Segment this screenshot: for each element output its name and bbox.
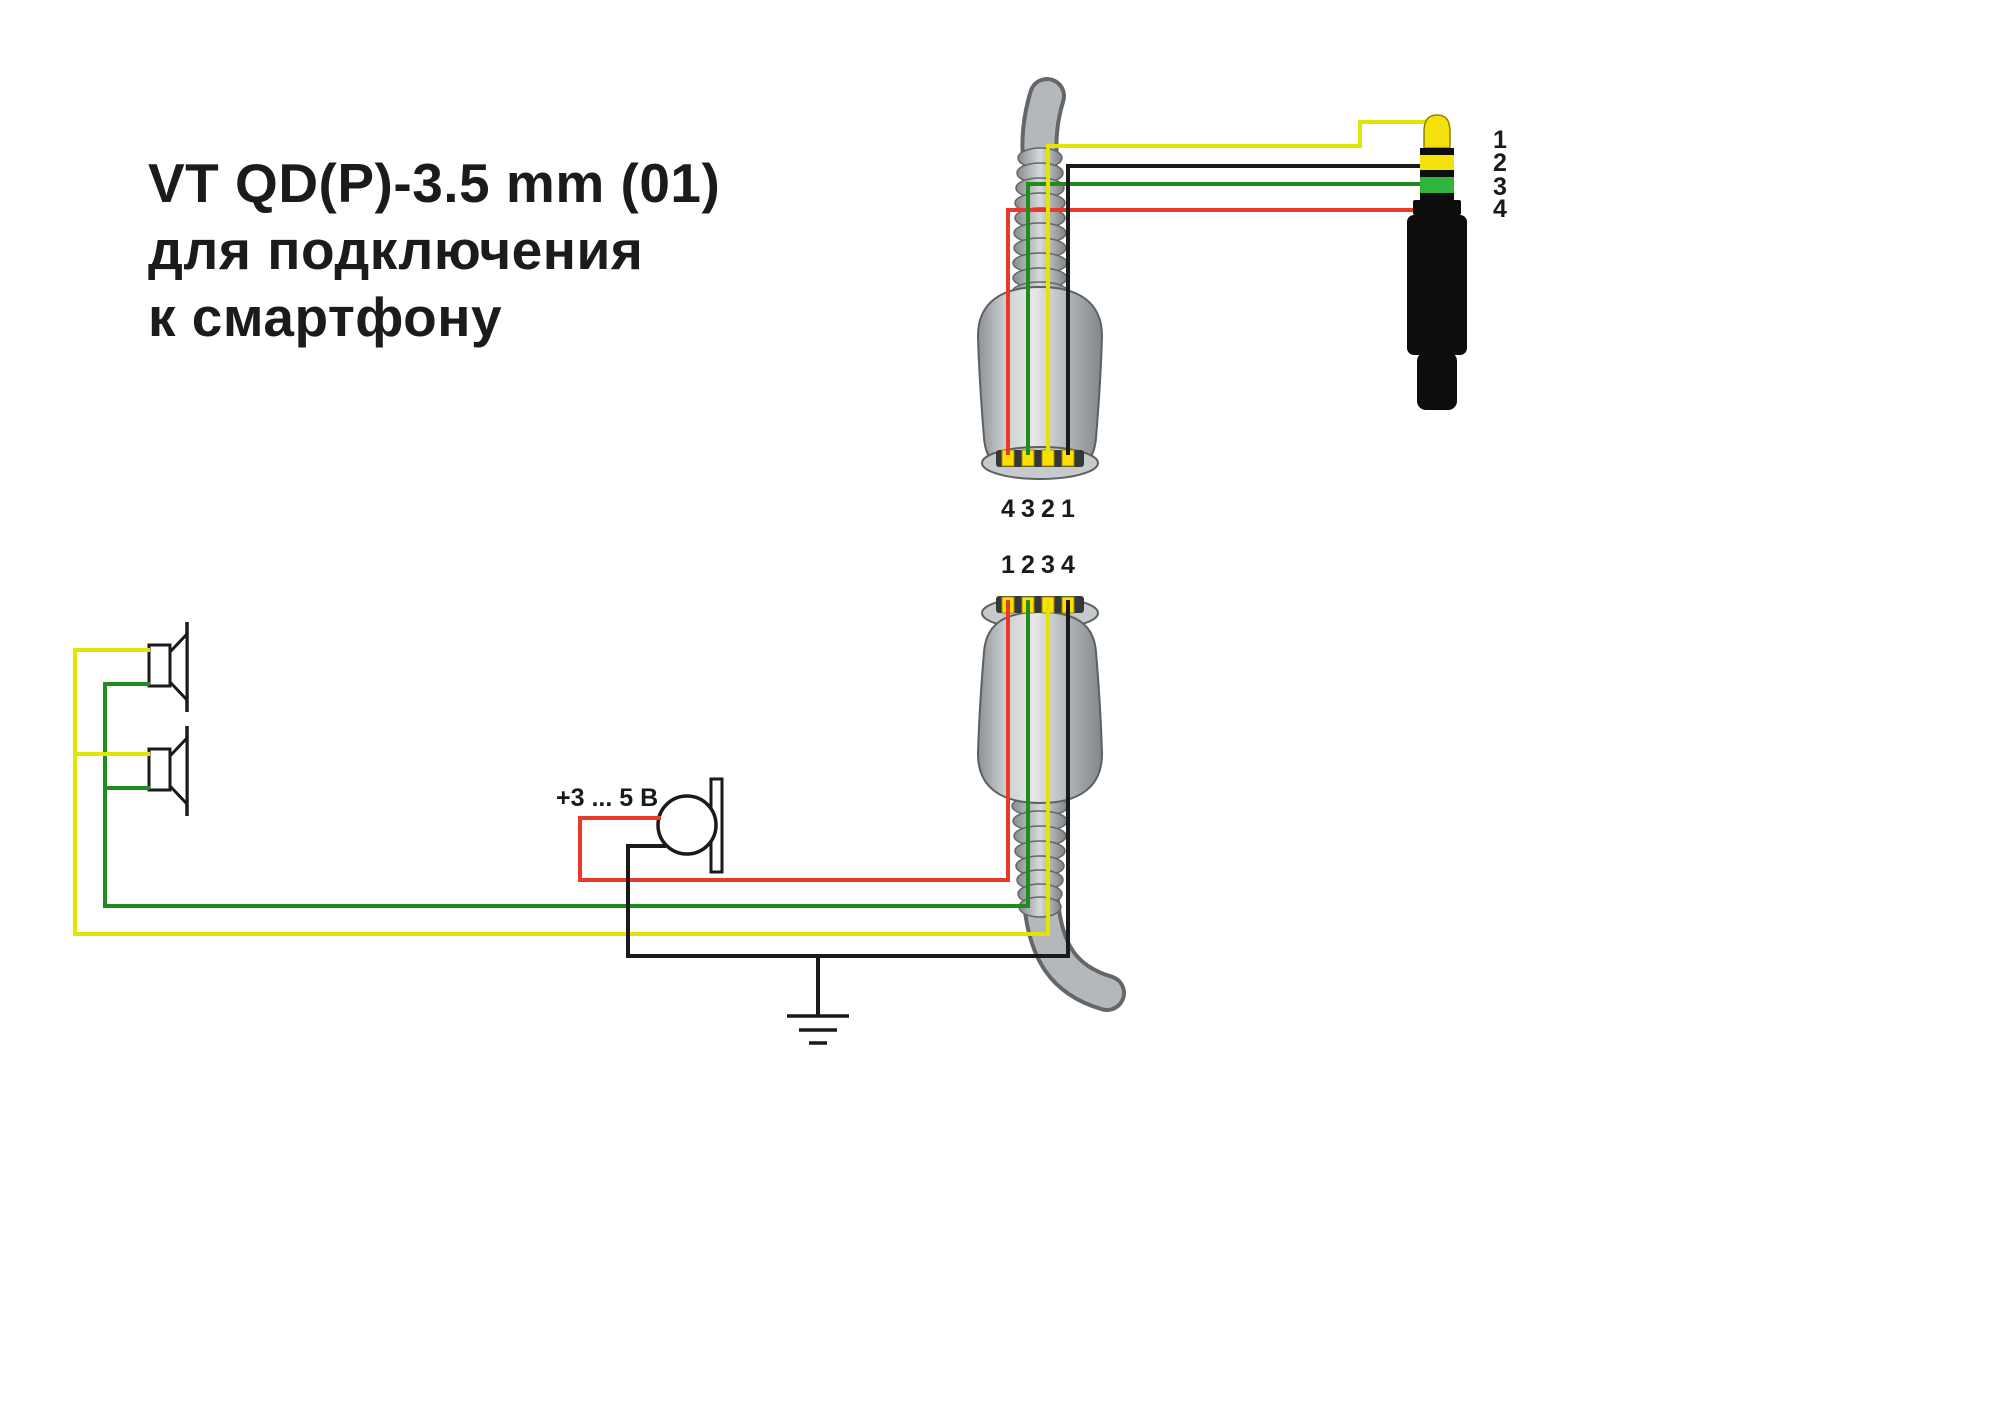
wire-green-bottom [103, 600, 1030, 908]
jack-sleeve [1407, 215, 1467, 355]
diagram-title: VT QD(P)-3.5 mm (01) для подключения к с… [148, 150, 720, 351]
speaker-bottom [147, 726, 189, 816]
wire-black-bottom [626, 600, 1070, 958]
jack-ring [1420, 193, 1454, 200]
jack-pin-label-1: 1 [1493, 126, 1507, 154]
qd-top-pin-label: 3 [1021, 495, 1035, 523]
speaker-top [147, 622, 189, 712]
jack-tip [1423, 114, 1451, 149]
qd-bottom-pin-label: 3 [1041, 551, 1055, 579]
qd-bottom-pin-label: 1 [1001, 551, 1015, 579]
cable-bottom [1026, 888, 1122, 1008]
wire-yellow-bottom [73, 600, 1050, 936]
wire-yellow-top [1046, 120, 1426, 455]
wire-black-top [1066, 164, 1454, 455]
speaker-cone [168, 736, 189, 806]
qd-top-pin-labels: 4 3 2 1 [1001, 495, 1075, 523]
jack-pin-label-4: 4 [1493, 195, 1507, 223]
speaker-magnet [147, 747, 172, 792]
speaker-cone [168, 632, 189, 702]
jack-pin-label-2: 2 [1493, 149, 1507, 177]
jack-collar [1413, 200, 1461, 215]
jack-band-green [1420, 177, 1454, 193]
qd-top-pin-label: 2 [1041, 495, 1055, 523]
qd-bottom-body [976, 610, 1104, 805]
title-line-2: для подключения [148, 219, 644, 282]
qd-top-pin-label: 4 [1001, 495, 1015, 523]
qd-bottom-pin-label: 4 [1061, 551, 1075, 579]
wires-top [1006, 120, 1454, 455]
title-line-3: к смартфону [148, 286, 503, 349]
qd-bottom-pin-labels: 1 2 3 4 [1001, 551, 1075, 579]
ground-symbol [787, 1014, 849, 1045]
jack-boot [1417, 352, 1457, 410]
jack-ring [1420, 148, 1454, 155]
wire-red-top [1006, 208, 1414, 455]
speaker-magnet [147, 643, 172, 688]
qd-connector-top [976, 77, 1104, 480]
jack-35mm: 1 2 3 4 [1407, 114, 1507, 410]
title-line-1: VT QD(P)-3.5 mm (01) [148, 152, 721, 214]
mic-capsule [656, 794, 718, 856]
jack-pin-label-3: 3 [1493, 173, 1507, 201]
qd-bottom-pin-label: 2 [1021, 551, 1035, 579]
wires-bottom [73, 600, 1070, 1016]
microphone: +3 ... 5 В [556, 777, 724, 874]
wire-red-bottom [578, 600, 1010, 882]
jack-band-yellow [1420, 155, 1454, 170]
mic-voltage-label: +3 ... 5 В [556, 784, 658, 812]
jack-ring [1420, 170, 1454, 177]
wire-green-top [1026, 182, 1454, 455]
qd-top-pin-label: 1 [1061, 495, 1075, 523]
